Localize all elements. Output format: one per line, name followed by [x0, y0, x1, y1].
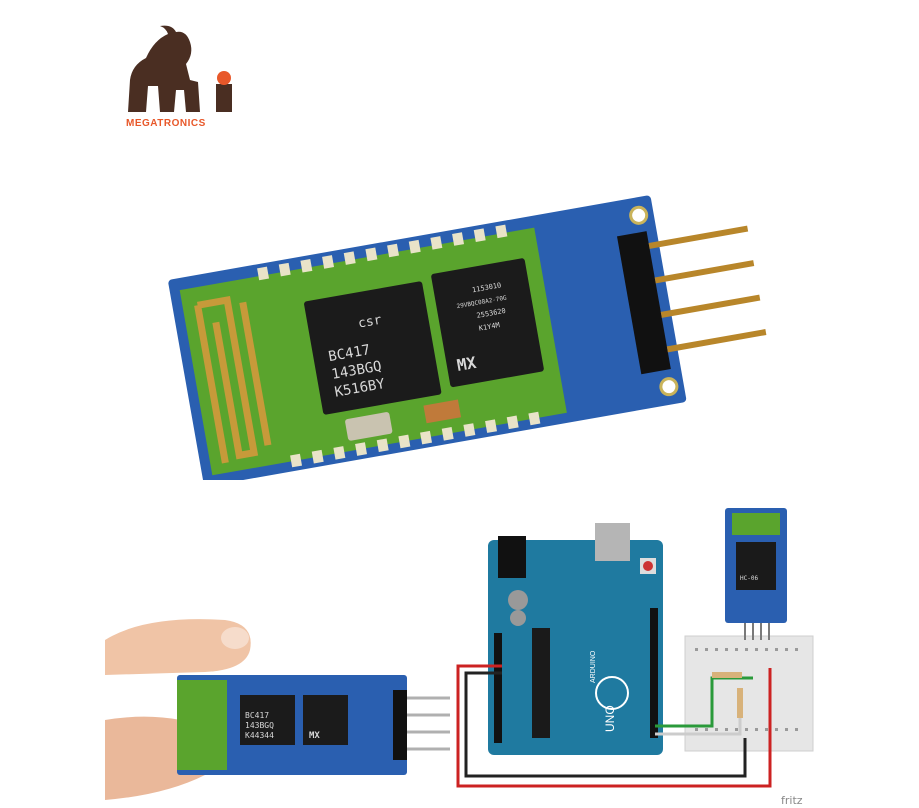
- small-header: [393, 690, 407, 760]
- chip1-line1: BC417: [327, 342, 371, 365]
- small-chip1-line2: 143BGQ: [245, 721, 274, 730]
- small-chip2-brand: MX: [309, 731, 320, 741]
- breadboard: [684, 635, 814, 752]
- bt-module-pins: [744, 623, 770, 640]
- board-label: UNO: [603, 705, 617, 732]
- header-pins: [648, 225, 767, 353]
- top-pads: [257, 224, 508, 281]
- finger-top: [105, 619, 251, 675]
- resistor-1: [712, 672, 742, 678]
- chip2-line4: K1Y4M: [478, 321, 500, 333]
- bt-module-chip: [736, 542, 776, 590]
- wire-red: [456, 664, 772, 788]
- mount-hole-bottom: [659, 377, 679, 397]
- crystal: [345, 412, 393, 441]
- power-jack: [498, 536, 526, 578]
- wiring-diagram: UNO ARDUINO HC-06: [456, 508, 814, 788]
- analog-header: [494, 633, 502, 743]
- small-chip1: [240, 695, 295, 745]
- capacitor-1: [508, 590, 528, 610]
- hc06-module-photo: csr BC417 143BGQ K516BY MX 1153010 29VBQ…: [168, 195, 767, 480]
- reset-button-cap: [643, 561, 653, 571]
- megatronics-logo: [128, 25, 232, 113]
- bottom-pads: [290, 411, 541, 468]
- board-sub-label: ARDUINO: [590, 650, 597, 683]
- logo-dot-icon: [217, 71, 231, 85]
- small-chip1-line1: BC417: [245, 711, 269, 720]
- usb-jack: [595, 523, 630, 561]
- resistor-2: [737, 688, 743, 718]
- chip2-brand: MX: [455, 353, 478, 375]
- logo-text: MEGATRONICS: [126, 118, 206, 129]
- small-chip2: [303, 695, 348, 745]
- capacitor: [423, 399, 462, 424]
- fritzing-watermark: fritz: [781, 794, 803, 807]
- fingernail: [221, 627, 249, 649]
- digital-header: [650, 608, 658, 738]
- bt-module-antenna: [732, 513, 780, 535]
- small-header-pins: [407, 696, 450, 751]
- small-antenna: [177, 680, 227, 770]
- pin-header: [616, 231, 671, 375]
- mx-chip: [431, 258, 544, 388]
- breadboard-holes: [695, 648, 798, 731]
- arduino-logo-icon: [595, 676, 629, 710]
- bull-silhouette-icon: [128, 25, 200, 113]
- hand-holding-module-photo: BC417 143BGQ K44344 MX: [105, 619, 450, 800]
- capacitor-2: [510, 610, 526, 626]
- csr-chip: [304, 281, 442, 415]
- logo-letter-i-stem: [216, 84, 232, 112]
- small-chip1-line3: K44344: [245, 731, 274, 740]
- arduino-board: [488, 540, 663, 755]
- atmega-chip: [532, 628, 550, 738]
- antenna-trace: [194, 296, 272, 464]
- mount-hole-top: [629, 205, 649, 225]
- wire-black: [464, 671, 747, 778]
- bt-chip-label: HC-06: [740, 575, 758, 582]
- chip1-brand: csr: [357, 313, 383, 332]
